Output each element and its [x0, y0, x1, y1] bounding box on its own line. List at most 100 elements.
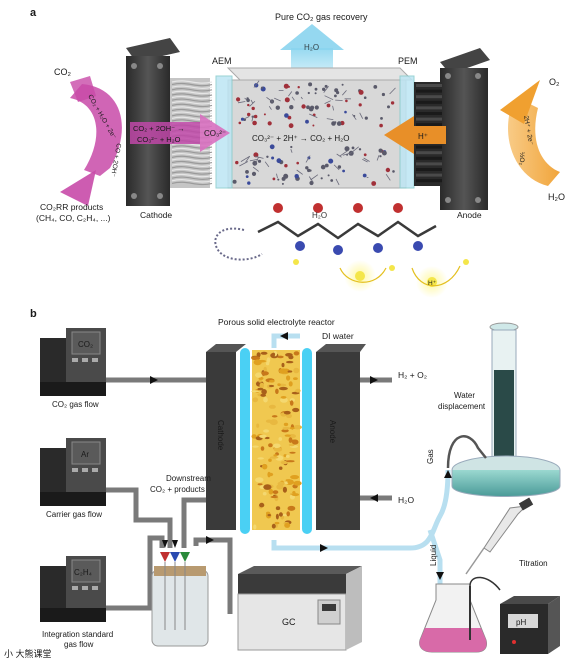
porous-particle — [265, 419, 273, 423]
porous-particle — [267, 514, 271, 517]
porous-particle — [271, 415, 278, 418]
porous-particle — [275, 506, 281, 511]
o2-output: O₂ — [549, 77, 560, 87]
polymer-node — [269, 144, 275, 150]
porous-particle — [253, 359, 262, 366]
polymer-node — [251, 106, 255, 111]
h2o-input: H₂O — [548, 192, 565, 202]
liquid-arrow — [436, 572, 444, 580]
titration-label: Titration — [519, 559, 548, 568]
polymer-node — [345, 99, 348, 103]
polymer-node — [289, 105, 294, 110]
polymer-node — [385, 167, 391, 173]
polymer-bond — [249, 159, 258, 162]
polymer-bond — [332, 105, 334, 111]
porous-particle — [286, 511, 291, 517]
porous-particle — [266, 357, 271, 363]
polymer-bond — [389, 87, 396, 95]
polymer-bond — [244, 97, 248, 101]
porous-particle — [285, 454, 290, 458]
anode-membrane — [302, 348, 312, 534]
ph-meter — [500, 596, 560, 654]
anode-fin — [416, 123, 442, 127]
porous-particle — [255, 372, 263, 378]
polymer-node — [247, 103, 250, 107]
anode-fin — [416, 168, 442, 171]
porous-particle — [287, 370, 293, 373]
polymer-bond — [333, 164, 340, 171]
anode-fin — [416, 84, 442, 87]
polymer-node — [314, 87, 318, 91]
polymer-node — [272, 177, 276, 181]
polymer-node — [309, 169, 312, 172]
polymer-node — [344, 146, 350, 152]
porous-particle — [271, 352, 276, 357]
porous-particle — [273, 446, 283, 452]
anode-reaction-arc — [500, 80, 560, 186]
porous-particle — [280, 397, 288, 403]
anode-fin — [416, 145, 442, 149]
cathode-fiber — [171, 155, 213, 160]
polymer-bond — [352, 114, 357, 120]
proton-glows — [293, 259, 469, 298]
porous-particle — [257, 457, 265, 460]
polymer-bond — [274, 97, 281, 102]
polymer-node — [297, 86, 300, 89]
polymer-bond — [362, 158, 368, 163]
porous-particle — [279, 386, 288, 391]
polymer-bond — [253, 80, 260, 88]
porous-particle — [278, 437, 283, 441]
porous-particle — [289, 400, 294, 406]
flow-arrow-1 — [150, 376, 158, 384]
polymer-node — [379, 155, 382, 158]
integration-line2: gas flow — [64, 640, 94, 649]
flow-arrow-2 — [370, 376, 378, 384]
porous-particle — [295, 388, 301, 393]
porous-particle — [259, 434, 267, 438]
water-disp-line1: Water — [454, 391, 475, 400]
porous-particle — [283, 410, 291, 415]
porous-particle — [275, 513, 279, 520]
polymer-node — [306, 105, 310, 110]
cathode-fiber — [171, 145, 213, 149]
porous-particle — [267, 472, 274, 477]
polymer-node — [312, 124, 315, 127]
polymer-bond — [237, 101, 246, 104]
polymer-node — [334, 88, 339, 93]
polymer-node — [253, 114, 258, 119]
cathode-reaction-arc — [60, 76, 122, 206]
porous-particle — [293, 367, 300, 374]
gc-label: GC — [282, 617, 296, 627]
polymer-bond — [276, 173, 278, 179]
polymer-node — [301, 104, 306, 109]
porous-particle — [260, 351, 268, 355]
carrier-flow-label: Carrier gas flow — [46, 510, 102, 519]
porous-particle — [293, 377, 298, 380]
reactor-title: Porous solid electrolyte reactor — [218, 317, 335, 327]
downstream-line2: CO₂ + products — [150, 485, 205, 494]
polymer-bond — [363, 157, 370, 162]
porous-particle — [289, 427, 295, 430]
polymer-bond — [290, 149, 293, 153]
polymer-bond — [264, 161, 270, 168]
polymer-node — [267, 121, 272, 126]
polymer-node — [322, 87, 326, 92]
anode-fin — [416, 117, 442, 121]
porous-particle — [268, 384, 275, 388]
polymer-node — [235, 160, 239, 165]
porous-particle — [288, 355, 294, 360]
polymer-bond — [324, 95, 334, 101]
porous-particle — [277, 355, 284, 359]
cathode-fiber — [171, 88, 213, 92]
polymer-node — [236, 97, 241, 102]
cathode-eq-1: CO₂ + 2OH⁻ → — [133, 124, 185, 133]
cathode-fiber — [171, 173, 213, 178]
polymer-node — [296, 161, 300, 165]
polymer-node — [277, 178, 280, 181]
cathode-fiber — [171, 176, 213, 180]
polymer-node — [294, 174, 299, 179]
polymer-bond — [266, 96, 274, 103]
polymer-node — [330, 179, 334, 182]
gas-arrow — [444, 470, 452, 478]
cathode-fiber — [171, 106, 213, 110]
